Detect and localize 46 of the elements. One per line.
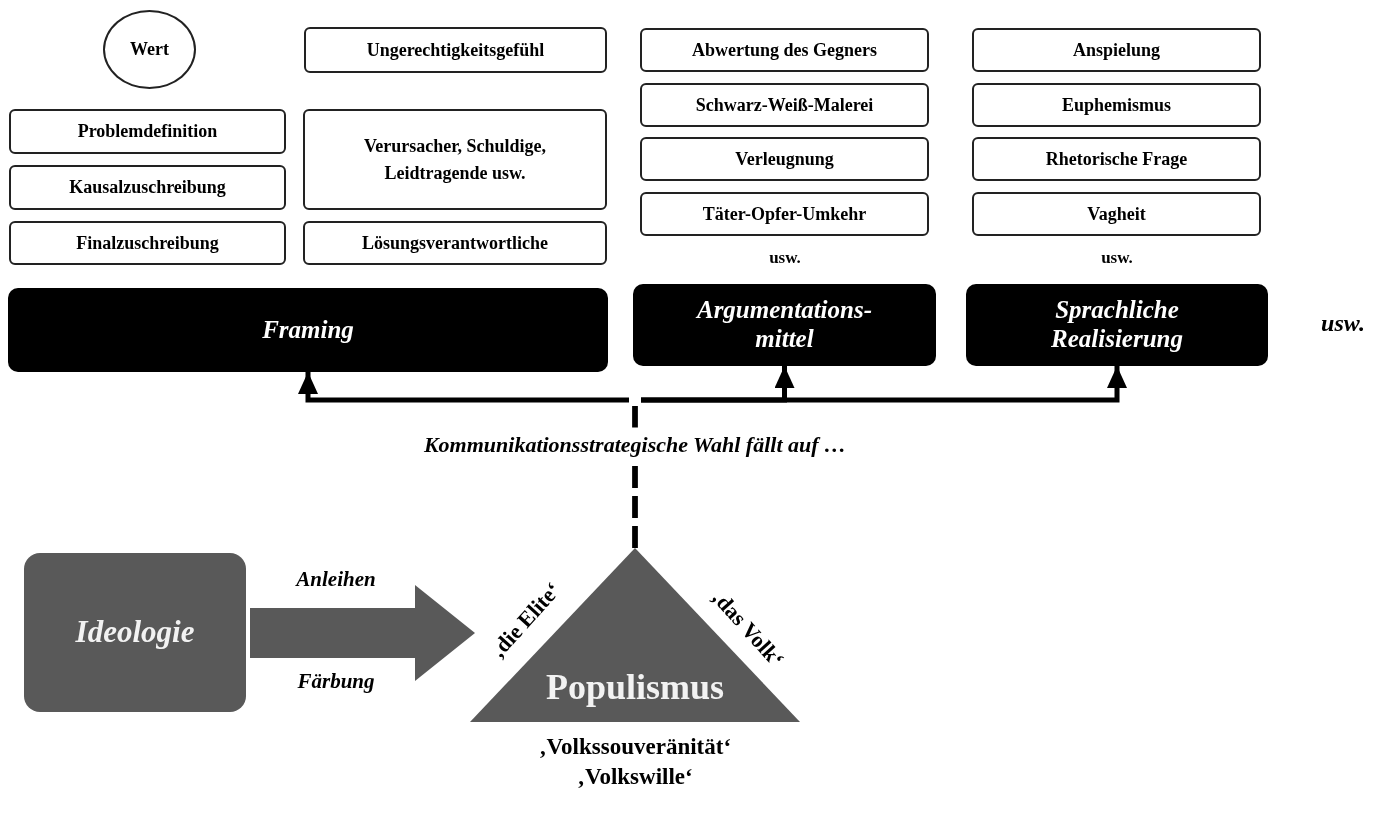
box-label: Schwarz-Weiß-Malerei — [694, 93, 875, 117]
note-text: Anleihen — [296, 566, 376, 594]
note-text: usw. — [1101, 247, 1133, 270]
term-box — [640, 192, 929, 236]
category-box — [8, 288, 608, 372]
box-label: Verleugnung — [734, 147, 835, 171]
note-text: usw. — [769, 247, 801, 270]
box-label: Ideologie — [74, 613, 196, 652]
term-box — [640, 28, 929, 72]
box-label: Sprachliche Realisierung — [1050, 296, 1184, 354]
ideology-box — [24, 553, 246, 712]
term-box — [303, 109, 607, 210]
term-box — [640, 83, 929, 127]
box-label: Wert — [129, 38, 170, 61]
box-label: Finalzuschreibung — [75, 231, 220, 255]
block-arrow — [250, 585, 475, 681]
box-label: Rhetorische Frage — [1044, 147, 1189, 171]
term-box — [972, 137, 1261, 181]
term-box — [304, 27, 607, 73]
note-text: usw. — [1321, 309, 1365, 338]
side-label: ‚Volkssouveränität‘ ‚Volkswille‘ — [537, 733, 733, 791]
box-label: Problemdefinition — [76, 120, 219, 143]
arrow — [632, 366, 1127, 548]
term-box — [9, 221, 286, 265]
box-label: Populismus — [544, 666, 726, 709]
term-box — [9, 109, 286, 154]
term-box — [640, 137, 929, 181]
box-label: Euphemismus — [1060, 93, 1172, 117]
box-label: Framing — [261, 315, 355, 345]
box-label: Argumentations- mittel — [694, 296, 874, 354]
box-label: Anspielung — [1071, 38, 1161, 62]
term-box — [972, 28, 1261, 72]
term-box — [972, 83, 1261, 127]
term-box — [303, 221, 607, 265]
box-label: Verursacher, Schuldige, Leidtragende usw. — [362, 134, 548, 185]
category-box — [966, 284, 1268, 366]
note-text: Färbung — [297, 668, 375, 696]
term-box — [9, 165, 286, 210]
box-label: Täter-Opfer-Umkehr — [701, 202, 868, 226]
box-label: Abwertung des Gegners — [691, 38, 878, 62]
box-label: Kausalzuschreibung — [68, 176, 227, 199]
box-label: Vagheit — [1086, 202, 1147, 226]
box-label: Lösungsverantwortliche — [361, 231, 549, 255]
category-box — [633, 284, 936, 366]
box-label: Ungerechtigkeitsgefühl — [365, 38, 546, 62]
term-box — [972, 192, 1261, 236]
